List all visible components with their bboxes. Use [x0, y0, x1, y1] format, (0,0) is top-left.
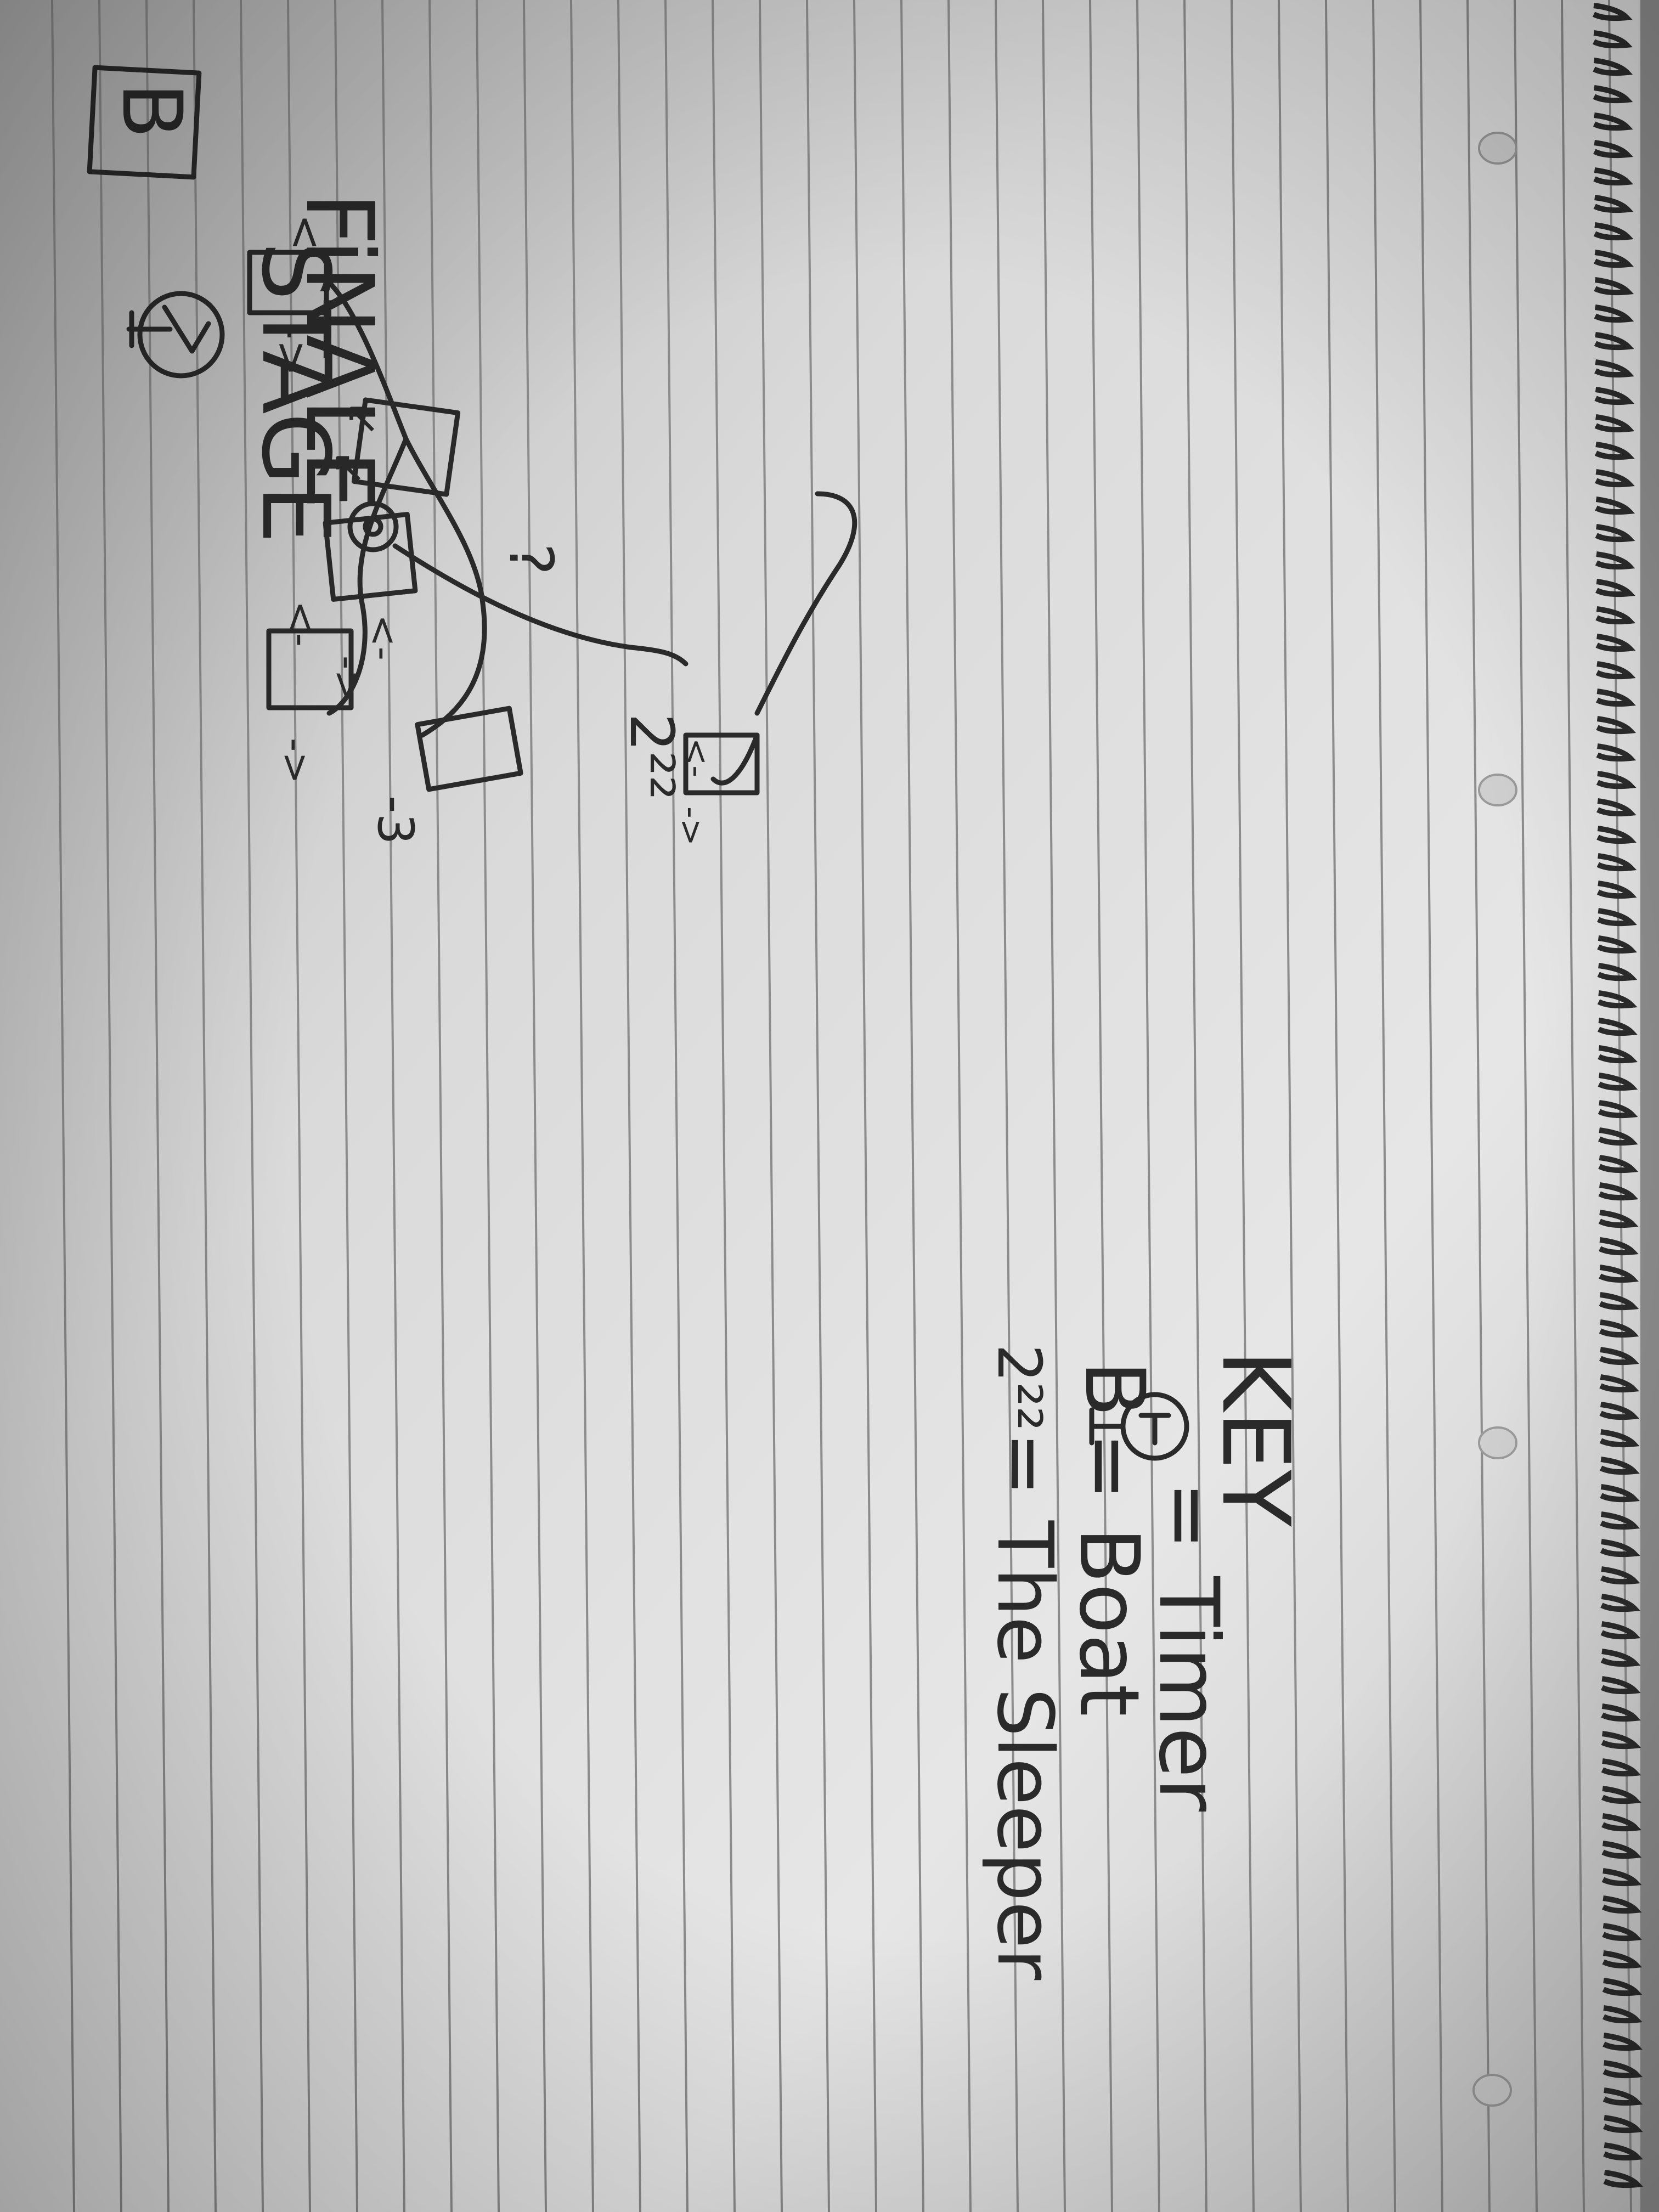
boat-marker: B — [104, 82, 199, 139]
key-sleeper-label: = The Sleeper — [980, 1432, 1069, 1980]
binder-hole — [1472, 2074, 1512, 2107]
question-mark: ? — [496, 543, 566, 575]
right-arrow-4: -> — [672, 806, 710, 846]
key-boat-symbol: B — [1066, 1361, 1162, 1417]
right-arrow: -> — [267, 324, 318, 376]
key-sleeper-symbol: 2²² — [984, 1344, 1054, 1431]
left-arrow-3: <- — [279, 601, 324, 647]
left-arrow-2: <- — [361, 614, 406, 661]
binder-hole — [1478, 1426, 1517, 1459]
left-arrow: <- — [280, 214, 331, 267]
binder-hole — [1478, 774, 1517, 806]
down-left-arrow: ↙ — [338, 400, 389, 437]
binder-hole — [1478, 132, 1517, 165]
three-arrow: -3 — [366, 795, 424, 845]
down-left-arrow-2: ↙ — [324, 450, 375, 487]
sleeper-marker: 2²² — [617, 713, 687, 800]
key-boat-label: = Boat — [1061, 1432, 1156, 1717]
right-arrow-3: -> — [273, 738, 318, 784]
